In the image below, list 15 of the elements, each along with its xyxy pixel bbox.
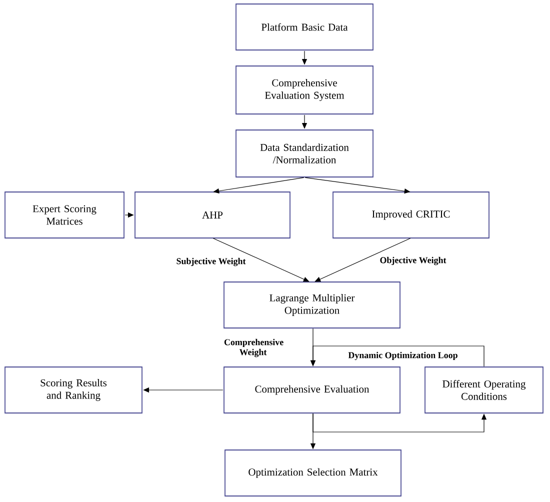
arrow <box>314 238 411 282</box>
process-box: Platform Basic Data <box>236 4 374 50</box>
process-box: Scoring Results and Ranking <box>4 366 142 414</box>
process-box: Expert Scoring Matrices <box>4 192 124 238</box>
edge-label: Dynamic Optimization Loop <box>347 350 459 362</box>
process-box: Data Standardization /Normalization <box>236 130 374 178</box>
process-box: Lagrange Multiplier Optimization <box>224 282 400 328</box>
edge-label: Comprehensive Weight <box>223 338 284 358</box>
process-box: Different Operating Conditions <box>424 366 544 414</box>
process-box: AHP <box>134 192 290 238</box>
process-box: Comprehensive Evaluation System <box>236 66 374 114</box>
arrow <box>212 238 310 282</box>
process-box: Optimization Selection Matrix <box>224 450 402 496</box>
process-box: Comprehensive Evaluation <box>224 366 400 414</box>
process-box: Improved CRITIC <box>332 192 490 238</box>
